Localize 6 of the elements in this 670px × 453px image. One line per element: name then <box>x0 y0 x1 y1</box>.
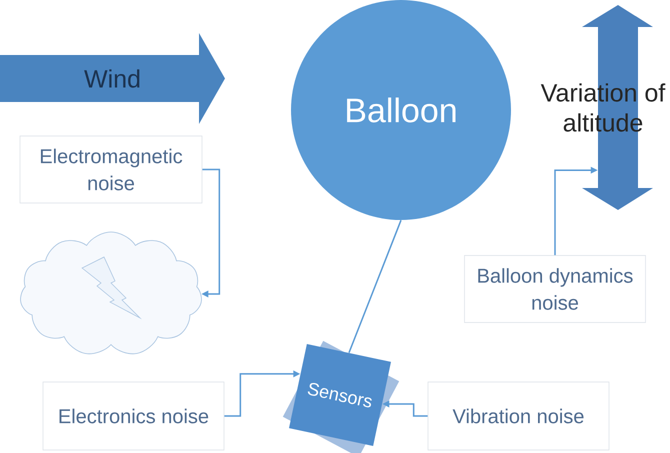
label-box: Vibration noise <box>428 382 610 450</box>
sensor-box: Sensors <box>282 340 400 453</box>
label-box: Balloon dynamics noise <box>464 255 646 323</box>
label-box: Electronics noise <box>42 382 224 450</box>
connector-line <box>348 220 402 354</box>
label-box: Electromagnetic noise <box>20 136 202 204</box>
